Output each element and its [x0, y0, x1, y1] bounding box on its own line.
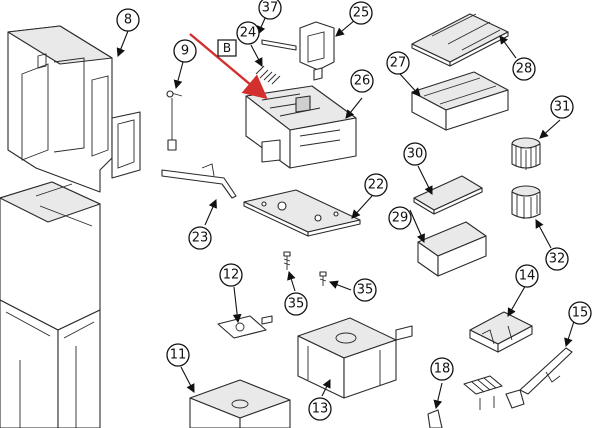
svg-text:31: 31	[554, 100, 571, 115]
callout-32: 32	[545, 247, 569, 271]
callout-8: 8	[116, 8, 140, 32]
svg-text:12: 12	[223, 268, 240, 283]
callout-35-right: 35	[353, 278, 377, 302]
svg-text:13: 13	[312, 402, 329, 417]
callout-25: 25	[349, 1, 373, 25]
svg-text:14: 14	[519, 269, 536, 284]
svg-text:32: 32	[549, 252, 566, 267]
svg-text:22: 22	[368, 178, 385, 193]
leader-lines	[116, 15, 577, 410]
svg-text:24: 24	[240, 26, 257, 41]
part-27-tray	[411, 71, 509, 131]
part-28-lid	[411, 13, 509, 67]
part-24-spring	[255, 65, 281, 85]
part-35-screw-right	[319, 271, 327, 286]
reference-box-b: B	[217, 39, 237, 57]
callout-23: 23	[188, 226, 212, 250]
svg-text:30: 30	[407, 147, 424, 162]
part-14-bracket	[469, 311, 533, 353]
svg-text:35: 35	[288, 297, 305, 312]
part-31-cylinder	[511, 137, 541, 170]
indicator-arrow	[189, 33, 268, 100]
svg-text:35: 35	[357, 283, 374, 298]
part-26-housing	[245, 85, 357, 169]
callout-12: 12	[219, 263, 243, 287]
part-29-small-tray	[417, 221, 487, 277]
callout-27: 27	[386, 51, 410, 75]
body-shell	[0, 181, 101, 428]
callout-30: 30	[403, 142, 427, 166]
callout-11: 11	[166, 343, 190, 367]
callout-9: 9	[173, 39, 197, 63]
callout-37: 37	[258, 0, 282, 20]
part-18-clip	[427, 409, 443, 428]
callout-24: 24	[236, 21, 260, 45]
part-12-plate	[217, 315, 273, 339]
svg-text:29: 29	[392, 211, 409, 226]
part-11-base	[189, 379, 291, 428]
svg-text:27: 27	[390, 56, 407, 71]
callout-31: 31	[550, 95, 574, 119]
callout-35-left: 35	[284, 292, 308, 316]
svg-text:15: 15	[572, 306, 589, 321]
svg-text:18: 18	[434, 362, 451, 377]
part-32-cylinder	[511, 185, 541, 219]
part-25-bracket	[299, 21, 335, 81]
part-37-pin	[261, 39, 297, 51]
svg-text:8: 8	[124, 13, 132, 28]
callout-29: 29	[388, 206, 412, 230]
svg-text:9: 9	[181, 44, 189, 59]
part-22-circuit-plate	[243, 189, 361, 237]
callout-15: 15	[568, 301, 592, 325]
svg-text:26: 26	[354, 74, 371, 89]
part-35-screw-left	[283, 251, 291, 270]
small-grid-plate	[463, 375, 503, 410]
callout-26: 26	[350, 69, 374, 93]
part-15-linkage	[505, 347, 573, 409]
part-30-small-lid	[413, 175, 483, 215]
callout-13: 13	[308, 397, 332, 421]
part-9-contact-lamp	[166, 90, 183, 151]
part-13-bogie	[297, 317, 413, 399]
part-8-cab-shell	[7, 25, 141, 193]
svg-text:B: B	[223, 41, 231, 55]
svg-text:11: 11	[170, 348, 187, 363]
callout-28: 28	[512, 57, 536, 81]
callout-14: 14	[515, 264, 539, 288]
svg-text:37: 37	[262, 1, 279, 16]
callout-22: 22	[364, 173, 388, 197]
svg-text:23: 23	[192, 231, 209, 246]
part-23-lever	[161, 163, 237, 199]
svg-text:28: 28	[516, 62, 533, 77]
callout-18: 18	[430, 357, 454, 381]
svg-text:25: 25	[353, 6, 370, 21]
